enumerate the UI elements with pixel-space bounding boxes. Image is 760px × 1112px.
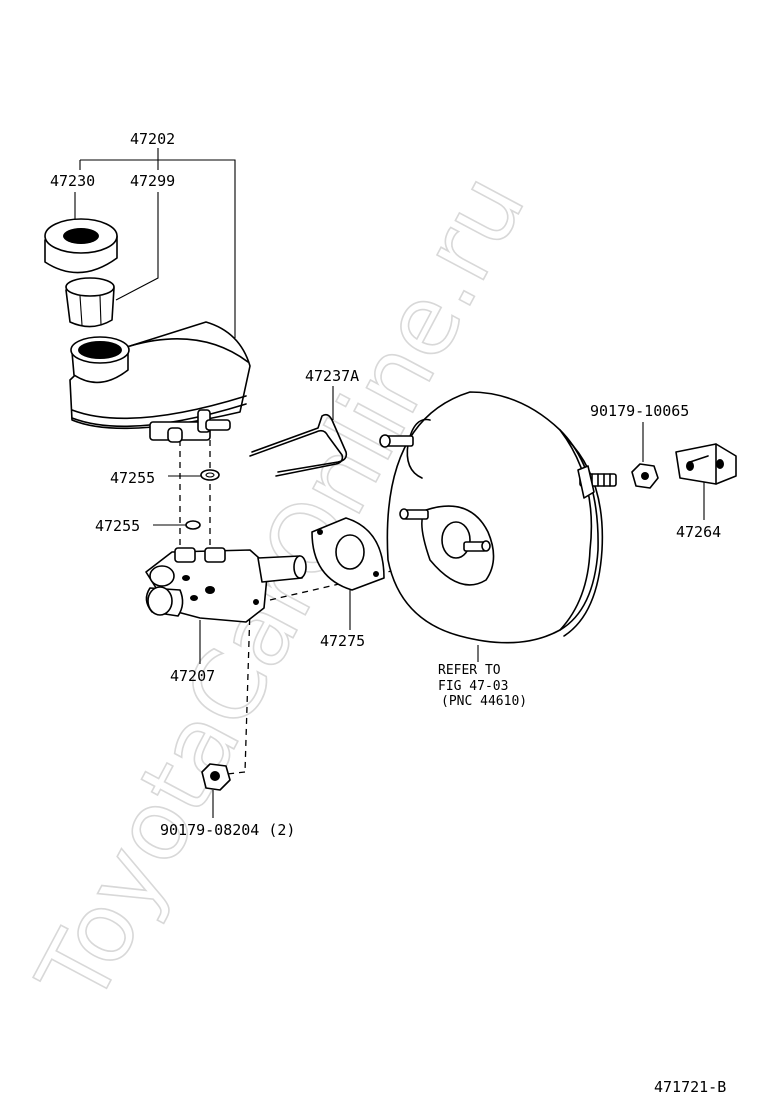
label-47255-upper: 47255 bbox=[110, 469, 155, 487]
leader-lines bbox=[74, 148, 705, 818]
label-47230: 47230 bbox=[50, 172, 95, 190]
clamp-47237A bbox=[249, 413, 348, 477]
label-90179-08204: 90179-08204 (2) bbox=[160, 821, 295, 839]
gasket-47275 bbox=[311, 517, 385, 591]
label-47237A: 47237A bbox=[305, 367, 359, 385]
reservoir-47202 bbox=[69, 321, 251, 443]
label-47264: 47264 bbox=[676, 523, 721, 541]
strainer-47299 bbox=[65, 277, 115, 328]
grommet-47255-lower bbox=[185, 520, 201, 530]
nut-90179-08204 bbox=[201, 763, 231, 791]
label-47275: 47275 bbox=[320, 632, 365, 650]
brake-booster bbox=[379, 391, 617, 644]
label-47207: 47207 bbox=[170, 667, 215, 685]
booster-note-line1: REFER TO bbox=[438, 663, 501, 678]
bracket-47264 bbox=[675, 443, 737, 485]
label-90179-10065: 90179-10065 bbox=[590, 402, 689, 420]
label-47202: 47202 bbox=[130, 130, 175, 148]
label-47255-lower: 47255 bbox=[95, 517, 140, 535]
nut-90179-10065 bbox=[631, 463, 659, 489]
label-47299: 47299 bbox=[130, 172, 175, 190]
grommet-47255-upper bbox=[200, 469, 220, 481]
master-cylinder-47207 bbox=[145, 547, 307, 623]
figure-code: 471721-B bbox=[654, 1078, 726, 1096]
booster-note-line3: (PNC 44610) bbox=[441, 694, 527, 709]
booster-note-line2: FIG 47-03 bbox=[438, 679, 508, 694]
reservoir-cap-47230 bbox=[44, 218, 118, 274]
